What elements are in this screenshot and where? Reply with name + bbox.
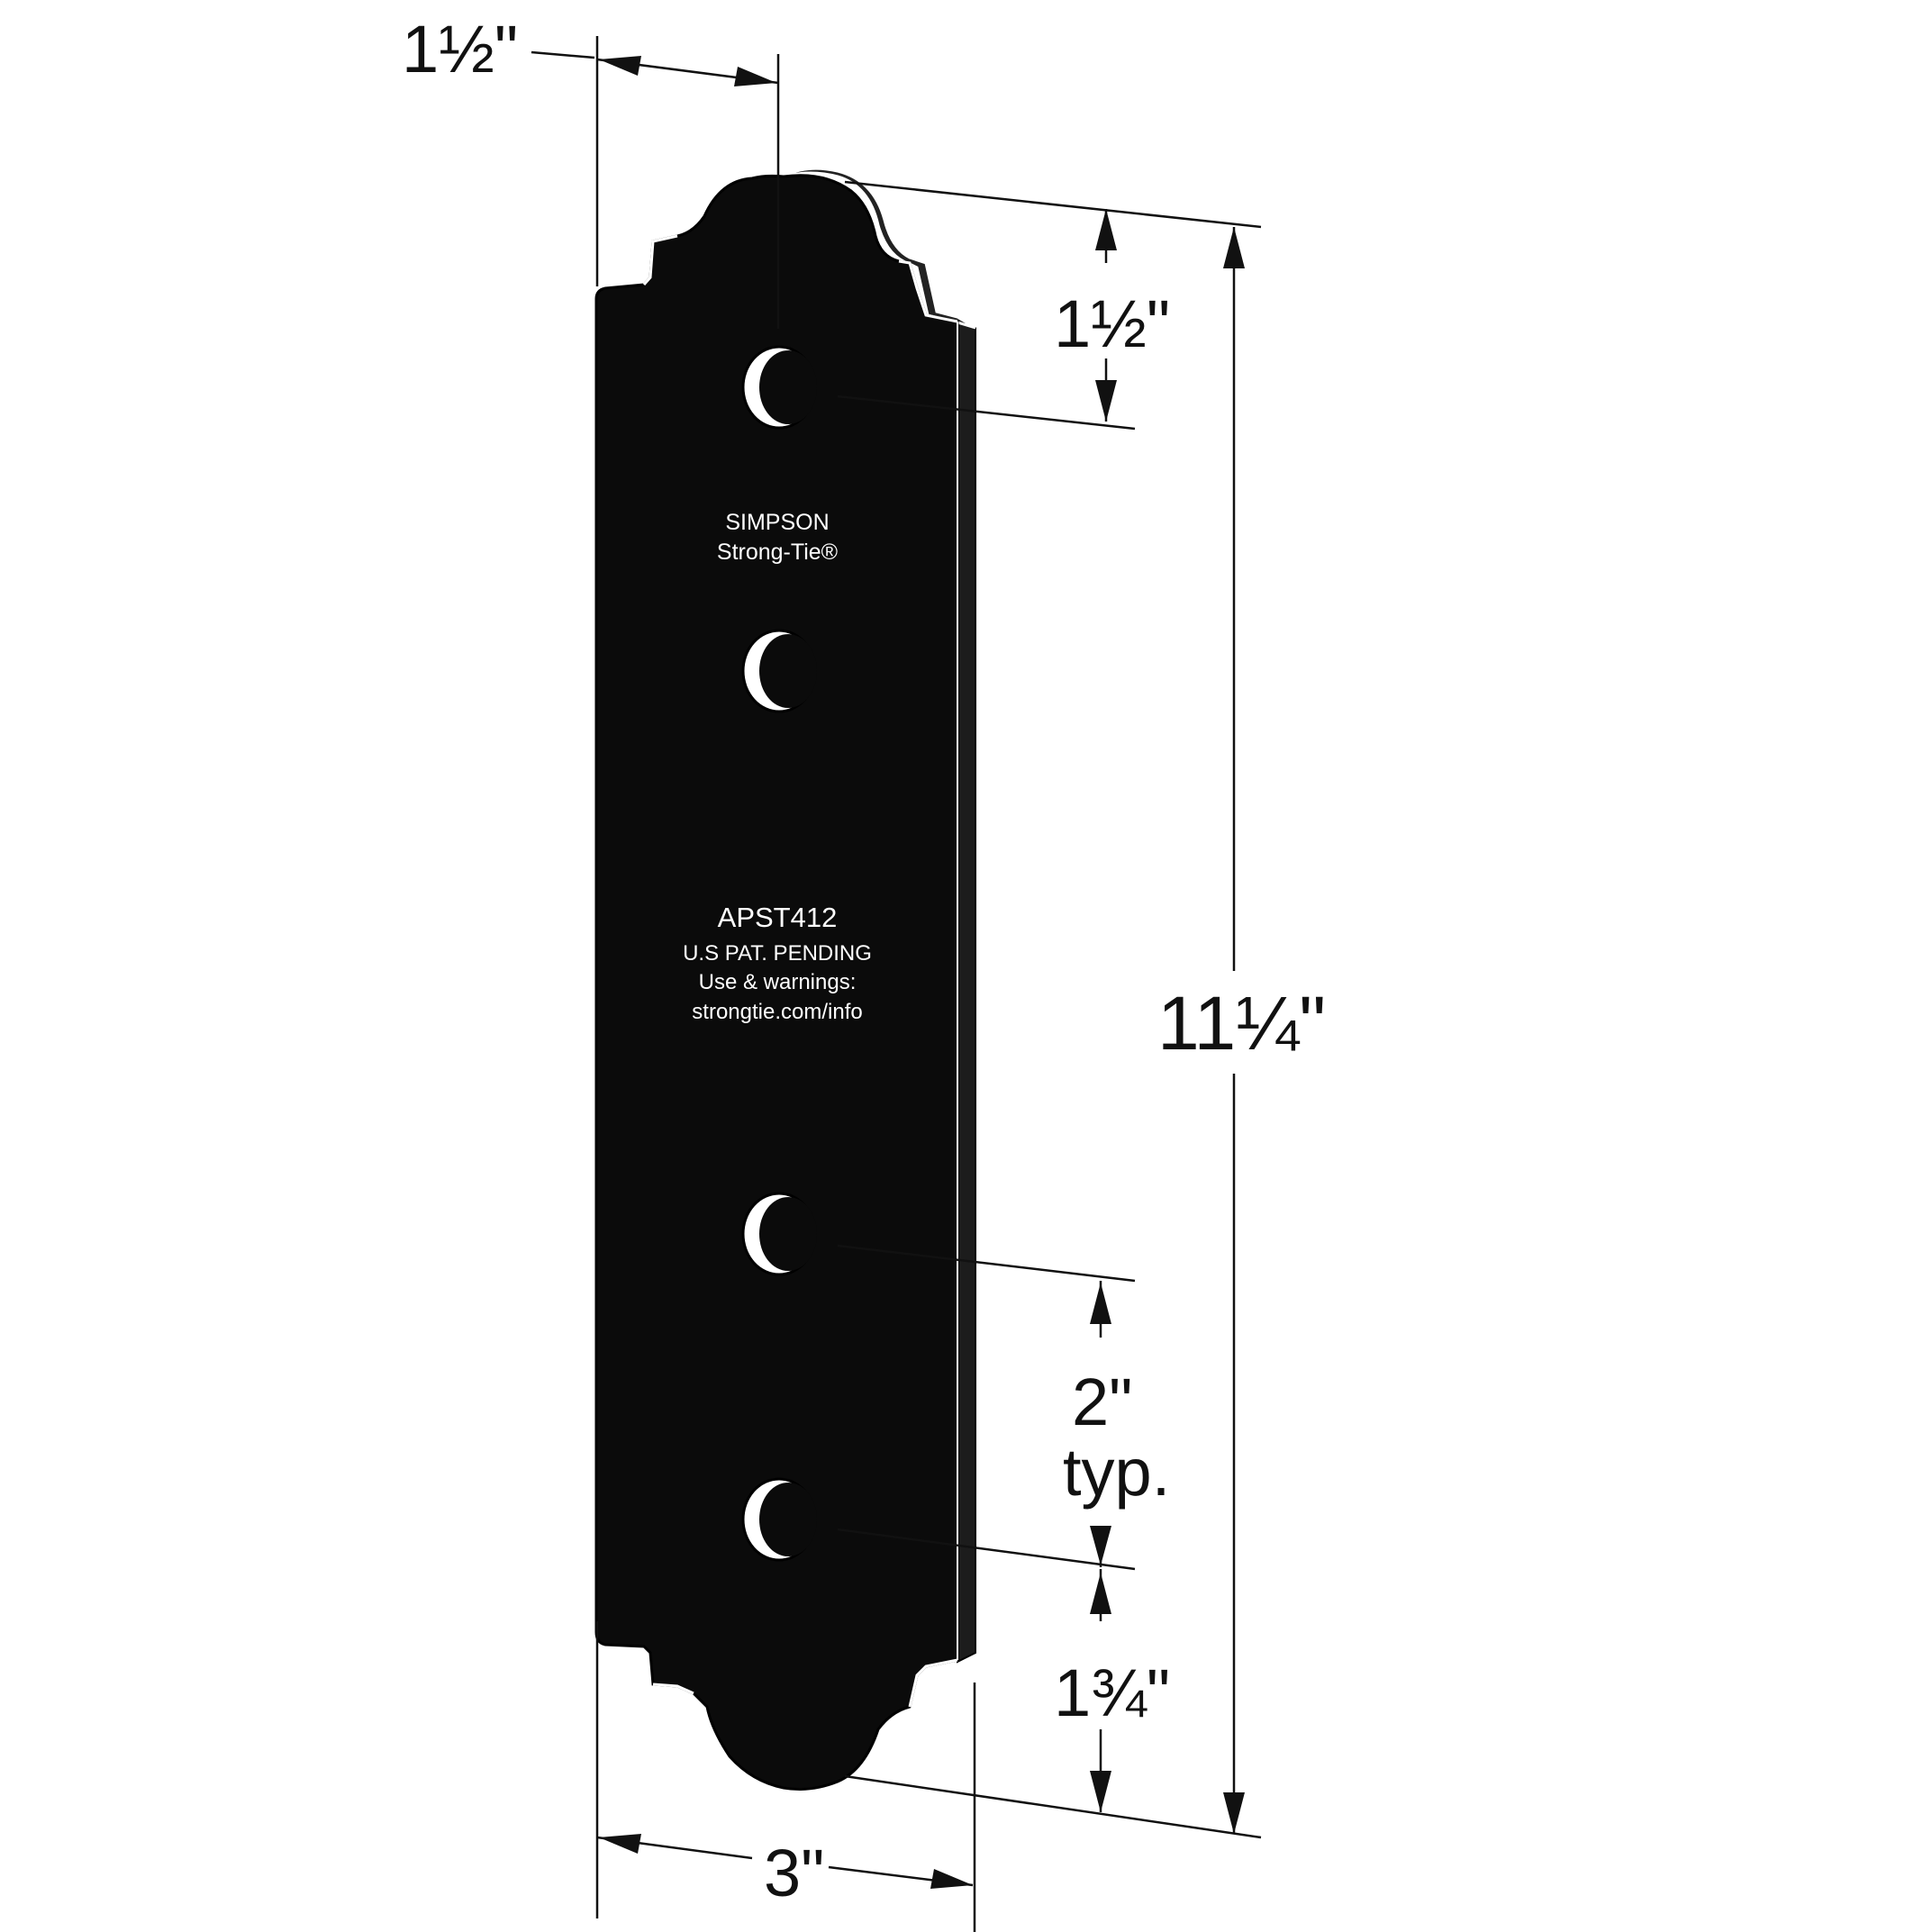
dim-label-hole-spacing: 2" bbox=[1072, 1365, 1132, 1439]
plate-stamp: SIMPSON Strong-Tie® APST412 U.S PAT. PEN… bbox=[683, 510, 872, 1024]
arrow-overall-up bbox=[1223, 227, 1245, 268]
hole-4 bbox=[741, 1477, 817, 1562]
dim-label-bottom-hole-offset: 1¾" bbox=[1054, 1655, 1170, 1730]
arrow-bottom-up bbox=[1090, 1573, 1111, 1614]
hole-2 bbox=[741, 629, 817, 713]
arrow-spacing-up bbox=[1090, 1283, 1111, 1324]
arrow-width-right bbox=[930, 1869, 973, 1889]
arrow-overall-down bbox=[1223, 1792, 1245, 1834]
stamp-warnings: Use & warnings: bbox=[699, 970, 857, 994]
stamp-patent: U.S PAT. PENDING bbox=[683, 941, 872, 966]
dim-label-top-hole-offset: 1½" bbox=[1054, 286, 1170, 361]
stamp-brand-line1: SIMPSON bbox=[725, 510, 829, 535]
plate-notch-highlight-top-right bbox=[898, 259, 958, 323]
plate-notch-highlight-bottom-left bbox=[652, 1683, 694, 1695]
dim-label-hole-spacing-typ: typ. bbox=[1063, 1435, 1170, 1510]
arrow-top-left bbox=[599, 56, 641, 76]
hole-1 bbox=[741, 345, 817, 430]
dimension-labels: 1½" 1½" 11¼" 2" typ. 1¾" 3" bbox=[402, 12, 1326, 1910]
arrow-spacing-down bbox=[1090, 1526, 1111, 1565]
stamp-url: strongtie.com/info bbox=[692, 1000, 862, 1024]
stamp-brand-line2: Strong-Tie® bbox=[717, 540, 839, 565]
stamp-model: APST412 bbox=[718, 902, 838, 933]
arrow-top-right bbox=[734, 67, 776, 86]
plate-notch-highlight-bottom-right bbox=[908, 1658, 958, 1708]
plate-side-edge bbox=[957, 321, 976, 1664]
arrow-hole-top-up bbox=[1095, 209, 1117, 250]
arrow-bottom-down bbox=[1090, 1771, 1111, 1812]
plate-notch-highlight-top-left bbox=[642, 234, 678, 286]
plate-top-edge-thickness bbox=[783, 167, 976, 330]
dim-label-overall-height: 11¼" bbox=[1157, 981, 1326, 1066]
dimension-arrowheads bbox=[599, 56, 1245, 1889]
strap-plate bbox=[594, 167, 976, 1791]
hole-3 bbox=[741, 1192, 817, 1276]
arrow-hole-top-down bbox=[1095, 380, 1117, 422]
dim-label-plate-width: 3" bbox=[764, 1836, 824, 1910]
dim-label-top-width-offset: 1½" bbox=[402, 12, 518, 86]
arrow-width-left bbox=[599, 1834, 641, 1854]
